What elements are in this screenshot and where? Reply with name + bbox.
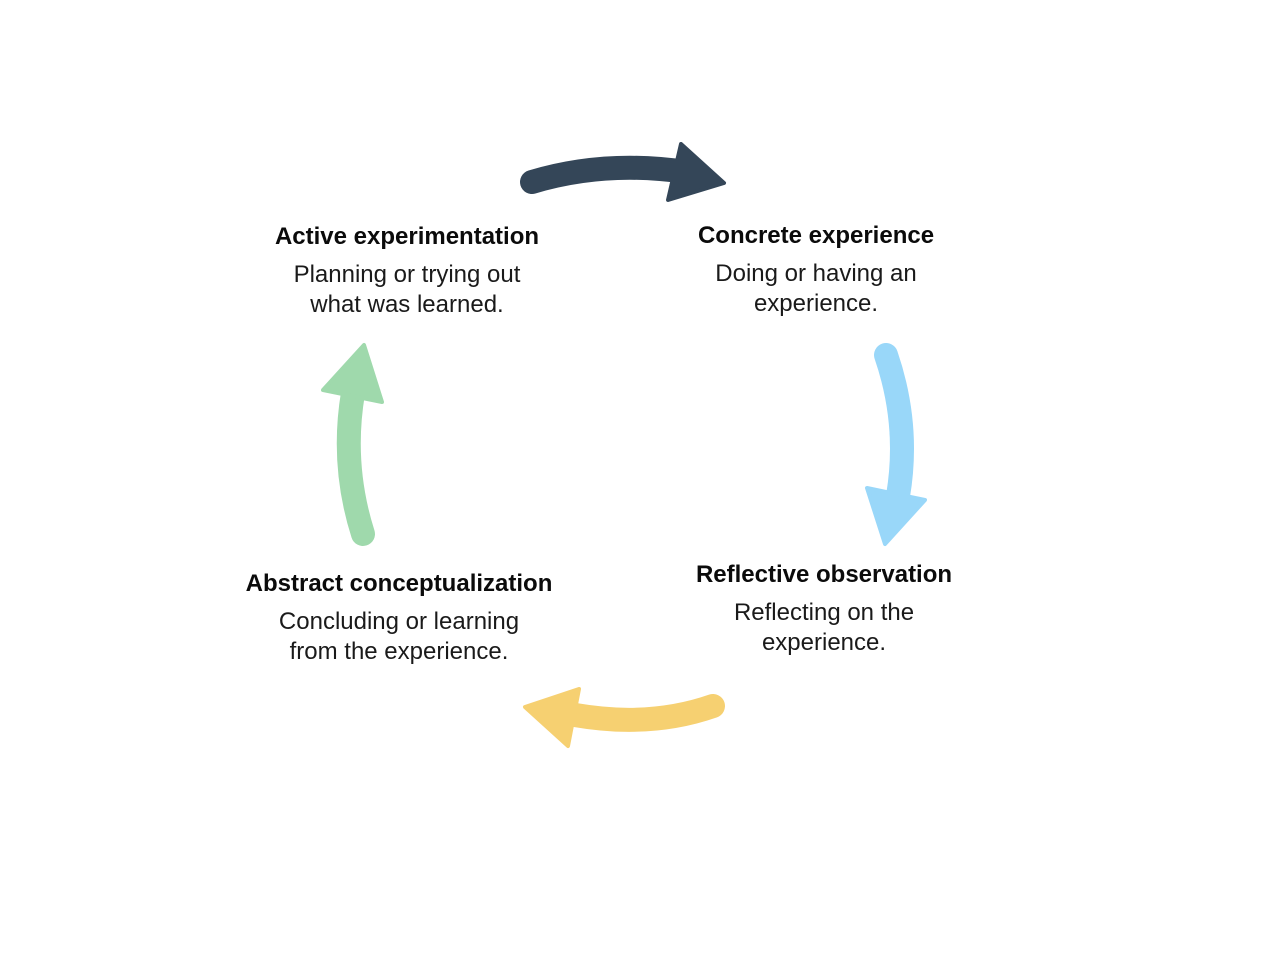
arrow-reflective-to-abstract	[523, 687, 725, 748]
arrow-active-to-concrete-shaft	[520, 155, 698, 194]
stage-description-line: from the experience.	[289, 638, 509, 665]
stage-concrete-experience: Concrete experience Doing or having an e…	[698, 221, 934, 319]
stage-reflective-observation: Reflective observation Reflecting on the…	[696, 560, 952, 658]
arrow-active-to-concrete-head	[666, 142, 726, 202]
stage-title: Abstract conceptualization	[245, 570, 553, 597]
stage-description-line: Concluding or learning	[278, 608, 520, 635]
arrow-concrete-to-reflective	[865, 343, 927, 546]
stage-description-line: experience.	[761, 629, 887, 656]
stage-description-line: Planning or trying out	[293, 261, 521, 288]
stage-title: Active experimentation	[274, 223, 540, 250]
arrow-abstract-to-active-head	[321, 343, 384, 404]
stage-abstract-conceptualization: Abstract conceptualization Concluding or…	[246, 569, 553, 667]
stage-description-line: Doing or having an	[715, 260, 917, 287]
arrow-concrete-to-reflective-head	[865, 486, 927, 546]
stage-title: Concrete experience	[697, 222, 935, 249]
stage-title: Reflective observation	[695, 561, 953, 588]
arrow-reflective-to-abstract-head	[523, 687, 581, 748]
arrow-reflective-to-abstract-shaft	[563, 694, 725, 732]
arrow-abstract-to-active	[321, 343, 384, 546]
stage-active-experimentation: Active experimentation Planning or tryin…	[275, 222, 539, 320]
arrow-abstract-to-active-shaft	[336, 381, 375, 546]
stage-description-line: experience.	[753, 290, 879, 317]
arrow-active-to-concrete	[520, 142, 726, 202]
stage-description-line: Reflecting on the	[733, 599, 915, 626]
stage-description-line: what was learned.	[310, 291, 504, 318]
arrow-concrete-to-reflective-shaft	[874, 343, 914, 508]
